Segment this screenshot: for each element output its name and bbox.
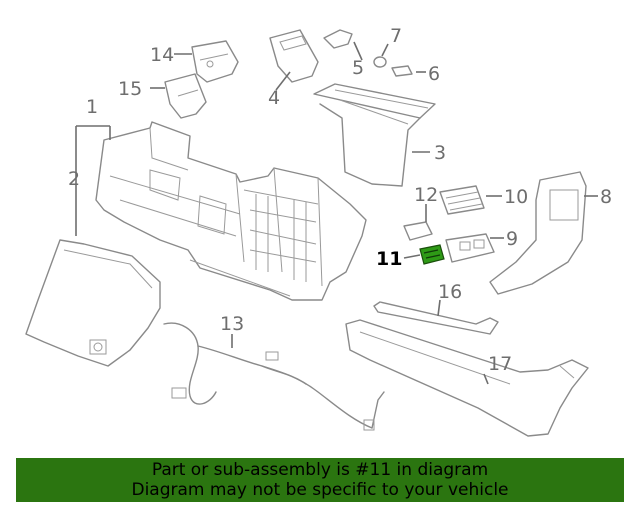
banner-line-2: Diagram may not be specific to your vehi… [131, 480, 509, 500]
callout-8: 8 [600, 186, 612, 208]
part-13-wiring-harness [163, 322, 385, 431]
callouts: 1 2 3 4 5 6 7 8 9 10 11 12 13 14 15 16 1… [68, 25, 612, 375]
callout-15: 15 [118, 78, 142, 100]
part-2-side-panel [25, 239, 161, 367]
callout-2: 2 [68, 168, 80, 190]
callout-5: 5 [352, 57, 364, 79]
part-8-trim-bezel [489, 171, 587, 295]
callout-13: 13 [220, 313, 244, 335]
part-14-module [191, 40, 239, 83]
part-5-clip [323, 29, 353, 49]
callout-11: 11 [376, 248, 402, 270]
banner-line-1: Part or sub-assembly is #11 in diagram [151, 460, 489, 480]
part-17-trim-panel [345, 319, 589, 437]
part-1-console-frame [95, 121, 367, 301]
callout-4: 4 [268, 87, 280, 109]
part-4-tray [269, 29, 319, 83]
callout-3: 3 [434, 142, 446, 164]
part-9-switch-panel [445, 233, 495, 263]
part-16-rail [373, 301, 499, 335]
parts-diagram: 1 2 3 4 5 6 7 8 9 10 11 12 13 14 15 16 1… [25, 25, 612, 437]
part-7-knob [373, 56, 387, 68]
part-11-usb-port [419, 244, 445, 265]
callout-17: 17 [488, 353, 512, 375]
callout-1: 1 [86, 96, 98, 118]
part-10-vent [439, 185, 485, 215]
callout-12: 12 [414, 184, 438, 206]
callout-16: 16 [438, 281, 462, 303]
callout-9: 9 [506, 228, 518, 250]
leader-lines [75, 41, 598, 385]
callout-14: 14 [150, 44, 174, 66]
part-12-bracket [403, 221, 433, 241]
part-6-cylinder [391, 65, 413, 77]
callout-7: 7 [390, 25, 402, 47]
info-banner: Part or sub-assembly is #11 in diagram D… [16, 458, 624, 502]
callout-6: 6 [428, 63, 440, 85]
part-15-module [164, 73, 207, 119]
part-3-storage-bin [313, 83, 436, 187]
callout-10: 10 [504, 186, 528, 208]
